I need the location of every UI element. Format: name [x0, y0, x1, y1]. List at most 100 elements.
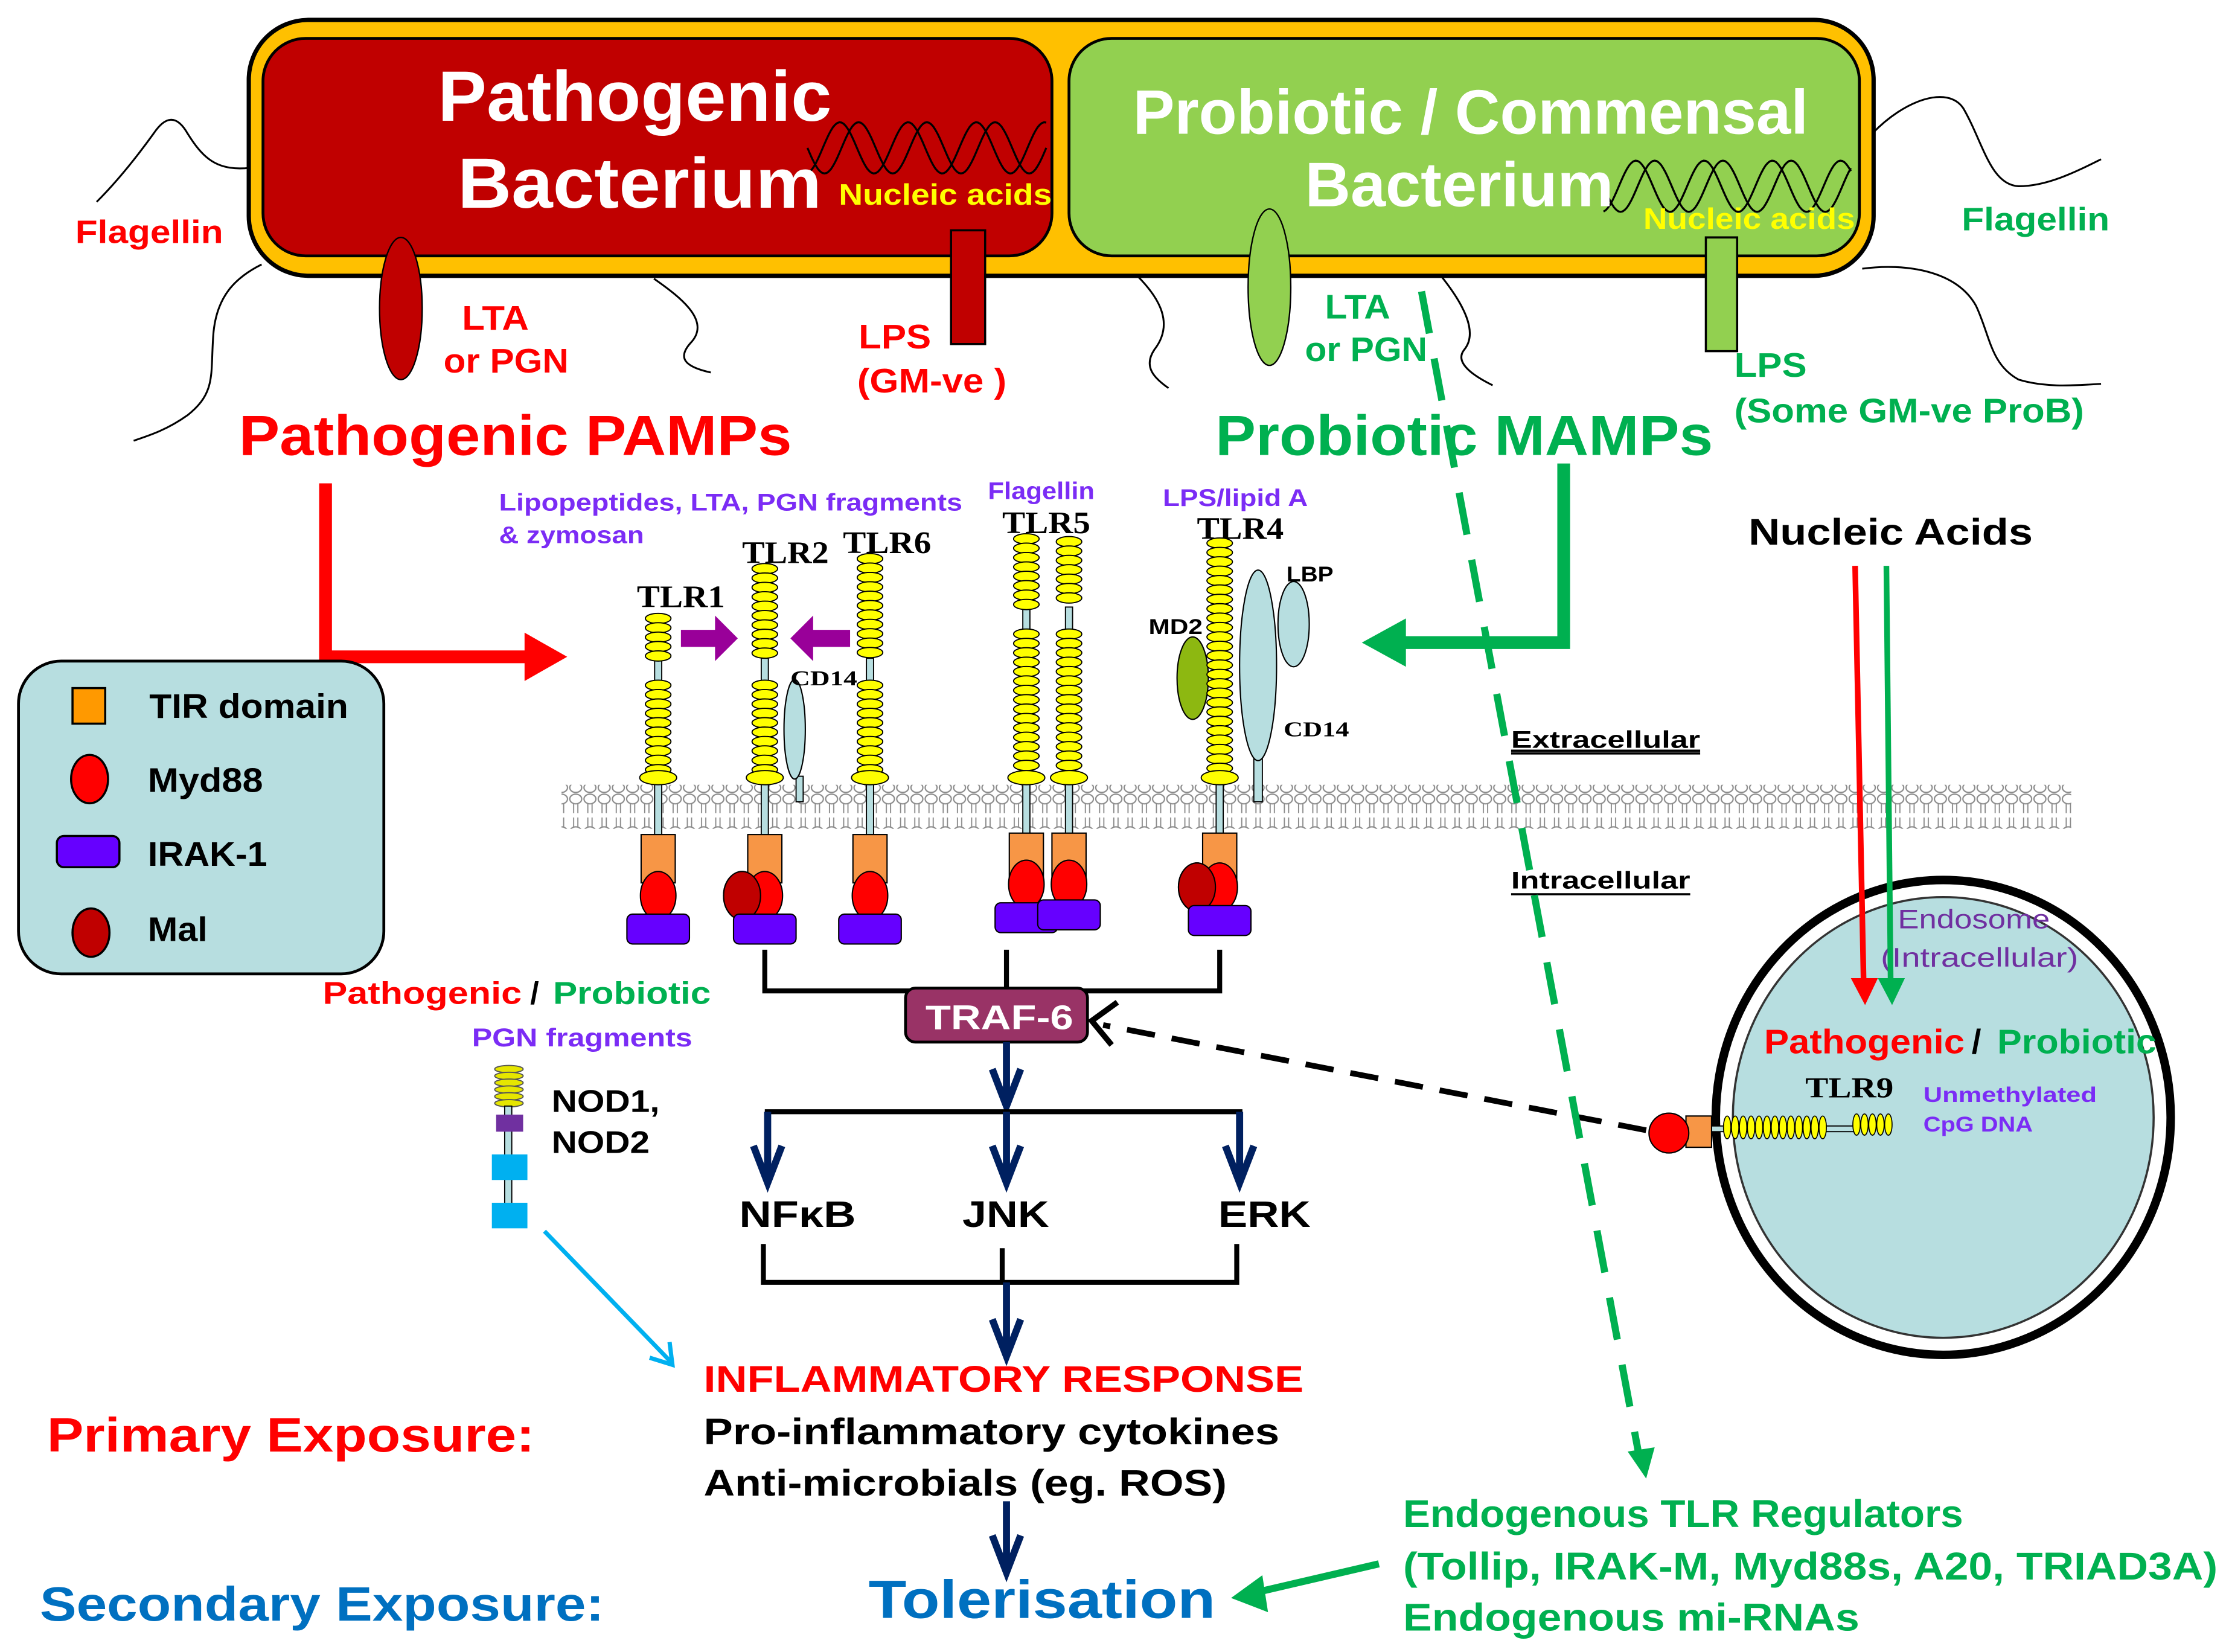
tlr2-lrr-bead — [751, 717, 778, 729]
tlr2-transmembrane — [760, 780, 769, 838]
tlr5b-lrr-bead — [1055, 545, 1083, 557]
tlr1-lrr-bead — [645, 612, 672, 624]
tlr6-lrr-bead — [856, 572, 884, 583]
extracellular-label: Extracellular — [1511, 726, 1700, 753]
tlr1-lrr-bead — [645, 726, 672, 738]
cd14-tlr2-stalk — [795, 775, 804, 802]
tlr5a-lrr-bead — [1012, 589, 1040, 601]
lbp-label: LBP — [1287, 563, 1334, 586]
probiotic-nucleic-acids-label: Nucleic acids — [1643, 202, 1855, 235]
tlr4-lrr-cap — [1200, 770, 1239, 786]
nod-card-domain-2 — [491, 1202, 528, 1229]
probiotic-nucleic-acid-arrowhead-icon — [1878, 978, 1905, 1005]
tlr9-lrr-bead — [1876, 1113, 1885, 1136]
md2-label: MD2 — [1149, 615, 1203, 639]
endosome-source-separator: / — [1972, 1023, 1981, 1061]
legend-tir-domain-icon — [71, 687, 107, 725]
flagellum-probiotic-middle — [1437, 272, 1493, 386]
probiotic-to-regulators-dashed-arrow — [1418, 290, 1643, 1457]
tlr5a-myd88 — [1008, 859, 1045, 909]
tlr5b-transmembrane — [1064, 780, 1073, 838]
tolerisation-arrowhead-icon — [989, 1534, 1025, 1583]
tlr4-lrr-bead — [1206, 631, 1233, 643]
probiotic-bacterium-title-line1: Probiotic / Commensal — [1133, 77, 1808, 147]
probiotic-lps-gmve-label: (Some GM-ve ProB) — [1735, 391, 2084, 429]
response-antimicrobials: Anti-microbials (eg. ROS) — [704, 1462, 1227, 1503]
nod-ligand-label: PGN fragments — [472, 1023, 692, 1052]
tlr9-tir-domain — [1685, 1115, 1712, 1148]
pathogenic-lps-gmve-label: (GM-ve ) — [857, 362, 1006, 400]
probiotic-lta-label: LTA — [1325, 287, 1390, 325]
dna-strand-2 — [807, 121, 1047, 174]
nod-to-inflammation-arrow — [543, 1229, 673, 1364]
tlr6-lrr-bead — [856, 618, 884, 630]
tlr5-label: TLR5 — [1002, 506, 1090, 540]
jnk-arrowhead-icon — [989, 1144, 1025, 1193]
probiotic-mamps-arrowhead-icon — [1361, 618, 1406, 667]
regulators-to-tolerisation-arrow — [1256, 1560, 1380, 1596]
tlr4-lrr-bead — [1206, 537, 1233, 549]
tlr9-lrr-bead — [1868, 1113, 1877, 1136]
nod-arrowhead-icon — [649, 1342, 675, 1368]
cd14-tlr4-stalk — [1253, 757, 1263, 802]
tlr4-lrr-bead — [1206, 546, 1233, 559]
tlr6-lrr-bead — [856, 754, 884, 766]
nucleic-acids-heading: Nucleic Acids — [1748, 511, 2033, 552]
tlr9-lrr-bead — [1731, 1115, 1739, 1139]
tlr4-lrr-bead — [1206, 594, 1233, 606]
tlr4-lrr-bead — [1206, 734, 1233, 746]
tlr4-lrr-bead — [1206, 706, 1233, 718]
response-cytokines: Pro-inflammatory cytokines — [704, 1411, 1280, 1452]
tlr4-transmembrane — [1215, 780, 1224, 838]
nod-receptors: Pathogenic / Probiotic PGN fragments NOD… — [323, 975, 711, 1368]
tlr4-lrr-bead — [1206, 556, 1233, 568]
tlr1-lrr-cap — [639, 770, 677, 786]
endosome-subtitle: (Intracellular) — [1881, 943, 2078, 973]
jnk-label: JNK — [962, 1194, 1049, 1235]
tlr2-lrr-bead — [751, 610, 778, 621]
tlr9-lrr-bead — [1794, 1115, 1803, 1139]
tlr6-label: TLR6 — [843, 526, 931, 560]
tlr1-lrr-bead — [645, 650, 672, 662]
probiotic-lps-shape — [1704, 236, 1739, 353]
tlr5a-lrr-bead — [1012, 760, 1040, 772]
tlr5b-lrr-bead — [1055, 741, 1083, 753]
legend-item-label: IRAK-1 — [148, 835, 267, 873]
tlr5b-lrr-bead — [1055, 694, 1083, 706]
signaling-cascade: TRAF-6 NFκB JNK ERK INFLAMMATORY RESPONS… — [704, 949, 1311, 1629]
tlr5a-lrr-bead — [1012, 542, 1040, 554]
tlr5a-lrr-bead — [1012, 741, 1040, 753]
flagellum-probiotic-left — [1136, 275, 1169, 389]
nfkb-arrowhead-icon — [750, 1144, 785, 1193]
tlr4-lrr-bead — [1206, 565, 1233, 577]
tlr4-lrr-bead — [1206, 621, 1233, 633]
tlr5a-lrr-cap — [1007, 770, 1046, 786]
probiotic-bacterium-body — [1067, 37, 1861, 258]
tlr5a-lrr-bead — [1012, 656, 1040, 668]
tlr5a-lrr-bead — [1012, 694, 1040, 706]
legend-item-label: Myd88 — [148, 761, 263, 799]
tlr6-lrr-bead — [856, 628, 884, 640]
tlr9-myd88 — [1648, 1112, 1690, 1154]
tlr5b-lrr-bead — [1055, 554, 1083, 566]
tlr2-lrr-bead — [751, 600, 778, 612]
nod-lrr-domain — [494, 1065, 524, 1108]
probiotic-lta-pgn-shape — [1247, 208, 1292, 367]
tlr9-lrr-bead — [1747, 1115, 1756, 1139]
tlr2-lrr-bead — [751, 735, 778, 748]
nod-source-probiotic: Probiotic — [553, 975, 711, 1010]
endosome: Endosome (Intracellular) Pathogenic / Pr… — [1648, 876, 2175, 1359]
tlr4-lrr-bead — [1206, 687, 1233, 699]
tlr2-lrr-bead — [751, 572, 778, 584]
pathogenic-lta-label: LTA — [462, 299, 529, 337]
tlr5b-lrr-bead — [1055, 750, 1083, 762]
tlr6-transmembrane — [866, 780, 874, 838]
tlr9-label: TLR9 — [1805, 1073, 1893, 1104]
pamp-arrows — [319, 463, 1570, 681]
tlr9-lrr-bead — [1722, 1115, 1732, 1139]
tlr6-lrr-bead — [856, 735, 884, 748]
tlr5a-lrr-bead — [1012, 628, 1040, 640]
probiotic-flagellin-label: Flagellin — [1962, 201, 2109, 237]
secondary-exposure-label: Secondary Exposure: — [40, 1577, 604, 1631]
